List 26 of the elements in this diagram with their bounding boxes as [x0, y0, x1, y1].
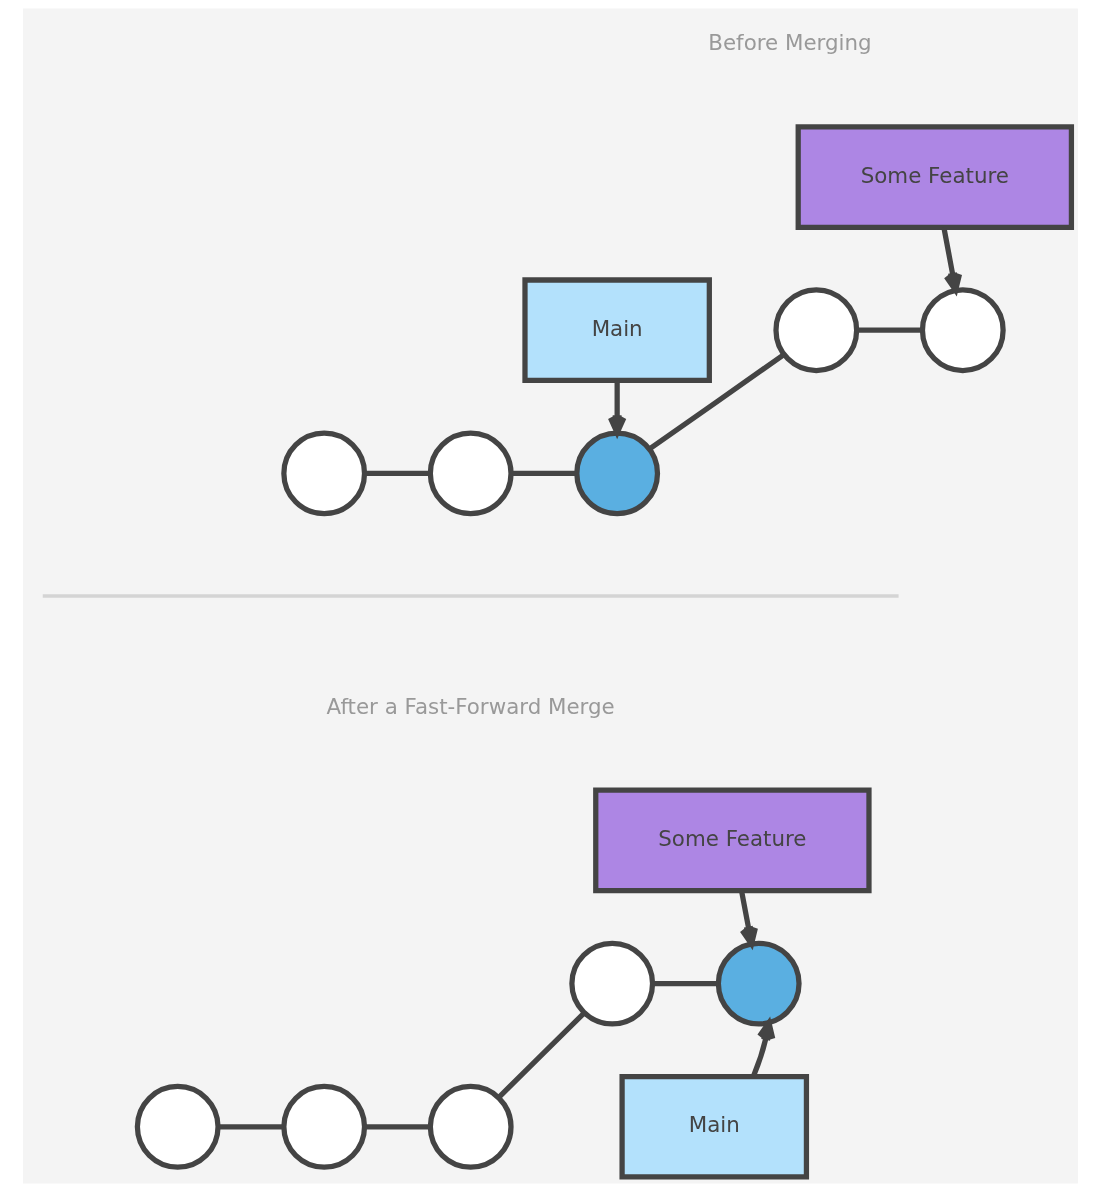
node-box: Main: [521, 277, 712, 384]
node-circle: [280, 1083, 367, 1170]
label: After a Fast-Forward Merge: [326, 693, 615, 719]
connector: [652, 980, 718, 987]
node-circle: [573, 430, 660, 517]
node-circle: [568, 940, 655, 1027]
node-circle: [715, 940, 802, 1027]
node-circle: [772, 287, 859, 374]
connector: [364, 470, 430, 476]
connector: [496, 1011, 586, 1100]
connector: [856, 327, 922, 333]
node-circle: [280, 430, 367, 517]
connector: [364, 1124, 430, 1130]
node-box: Main: [618, 1073, 809, 1180]
arrow: [607, 380, 626, 436]
node-circle: [427, 430, 514, 517]
connector: [510, 470, 577, 476]
label: Before Merging: [707, 30, 872, 56]
connector: [217, 1124, 284, 1130]
node-box: Some Feature: [795, 124, 1074, 230]
node-circle: [134, 1083, 221, 1170]
node-circle: [427, 1083, 514, 1170]
connector: [647, 352, 785, 452]
arrow: [738, 890, 758, 947]
node-circle: [919, 287, 1006, 374]
node-box: Some Feature: [592, 787, 872, 894]
